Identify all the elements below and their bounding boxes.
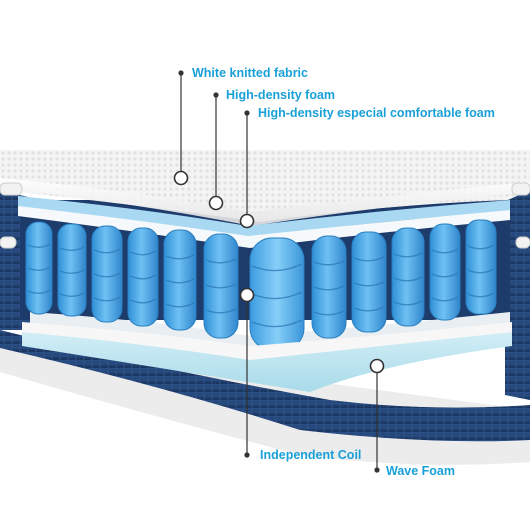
handle <box>0 183 22 195</box>
label-comfortable-foam: High-density especial comfortable foam <box>258 106 495 120</box>
label-white-knitted-fabric: White knitted fabric <box>192 66 308 80</box>
coil <box>430 224 460 320</box>
label-high-density-foam: High-density foam <box>226 88 335 102</box>
label-independent-coil: Independent Coil <box>260 448 361 462</box>
coil <box>352 232 386 332</box>
handle <box>512 183 530 195</box>
label-wave-foam: Wave Foam <box>386 464 455 478</box>
coil <box>58 224 86 316</box>
handle <box>516 237 530 248</box>
handle <box>0 237 16 248</box>
coil <box>392 228 424 326</box>
coil <box>466 220 496 314</box>
